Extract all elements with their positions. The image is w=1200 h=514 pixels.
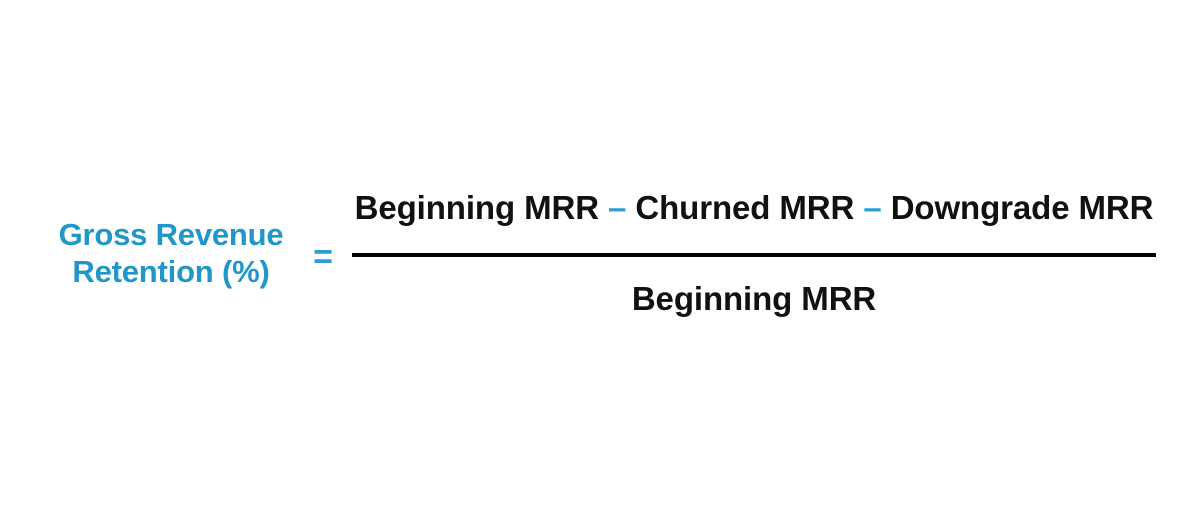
numerator-term-downgrade-mrr: Downgrade MRR: [890, 189, 1154, 226]
fraction: Beginning MRR – Churned MRR – Downgrade …: [352, 186, 1156, 321]
fraction-numerator: Beginning MRR – Churned MRR – Downgrade …: [352, 186, 1156, 230]
equals-sign: =: [313, 238, 333, 276]
minus-operator-2: –: [863, 189, 882, 226]
label-line-2: Retention (%): [72, 254, 270, 289]
numerator-term-beginning-mrr: Beginning MRR: [354, 189, 599, 226]
numerator-term-churned-mrr: Churned MRR: [635, 189, 855, 226]
denominator-term-beginning-mrr: Beginning MRR: [631, 280, 877, 317]
gross-revenue-retention-label: Gross Revenue Retention (%): [40, 216, 302, 290]
label-line-1: Gross Revenue: [58, 217, 284, 252]
fraction-denominator: Beginning MRR: [352, 277, 1156, 321]
minus-operator-1: –: [608, 189, 627, 226]
fraction-bar: [352, 253, 1156, 257]
